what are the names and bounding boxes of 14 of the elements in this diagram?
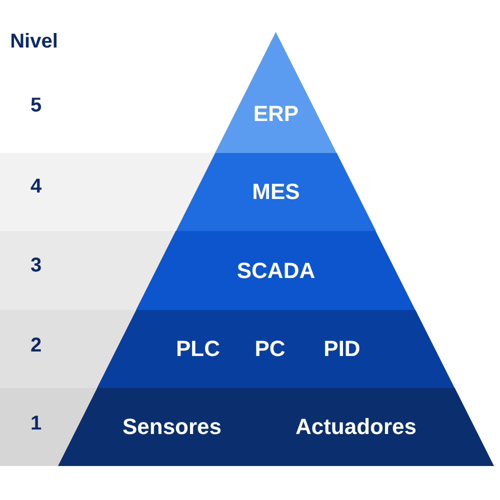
level-number: 4 [30, 176, 42, 198]
level-label: MES [252, 179, 300, 205]
level-label: Sensores [122, 414, 222, 440]
level-label: ERP [253, 101, 299, 128]
level-number: 2 [30, 334, 42, 358]
level-number: 1 [30, 412, 42, 436]
level-label: PC [254, 336, 286, 362]
level-label: SCADA [236, 258, 316, 284]
column-heading: Nivel [10, 30, 58, 54]
level-label: PID [324, 336, 360, 362]
level-label: PLC [176, 336, 220, 362]
level-label: Actuadores [295, 414, 417, 440]
level-number: 3 [30, 254, 42, 278]
level-number: 5 [30, 94, 42, 118]
